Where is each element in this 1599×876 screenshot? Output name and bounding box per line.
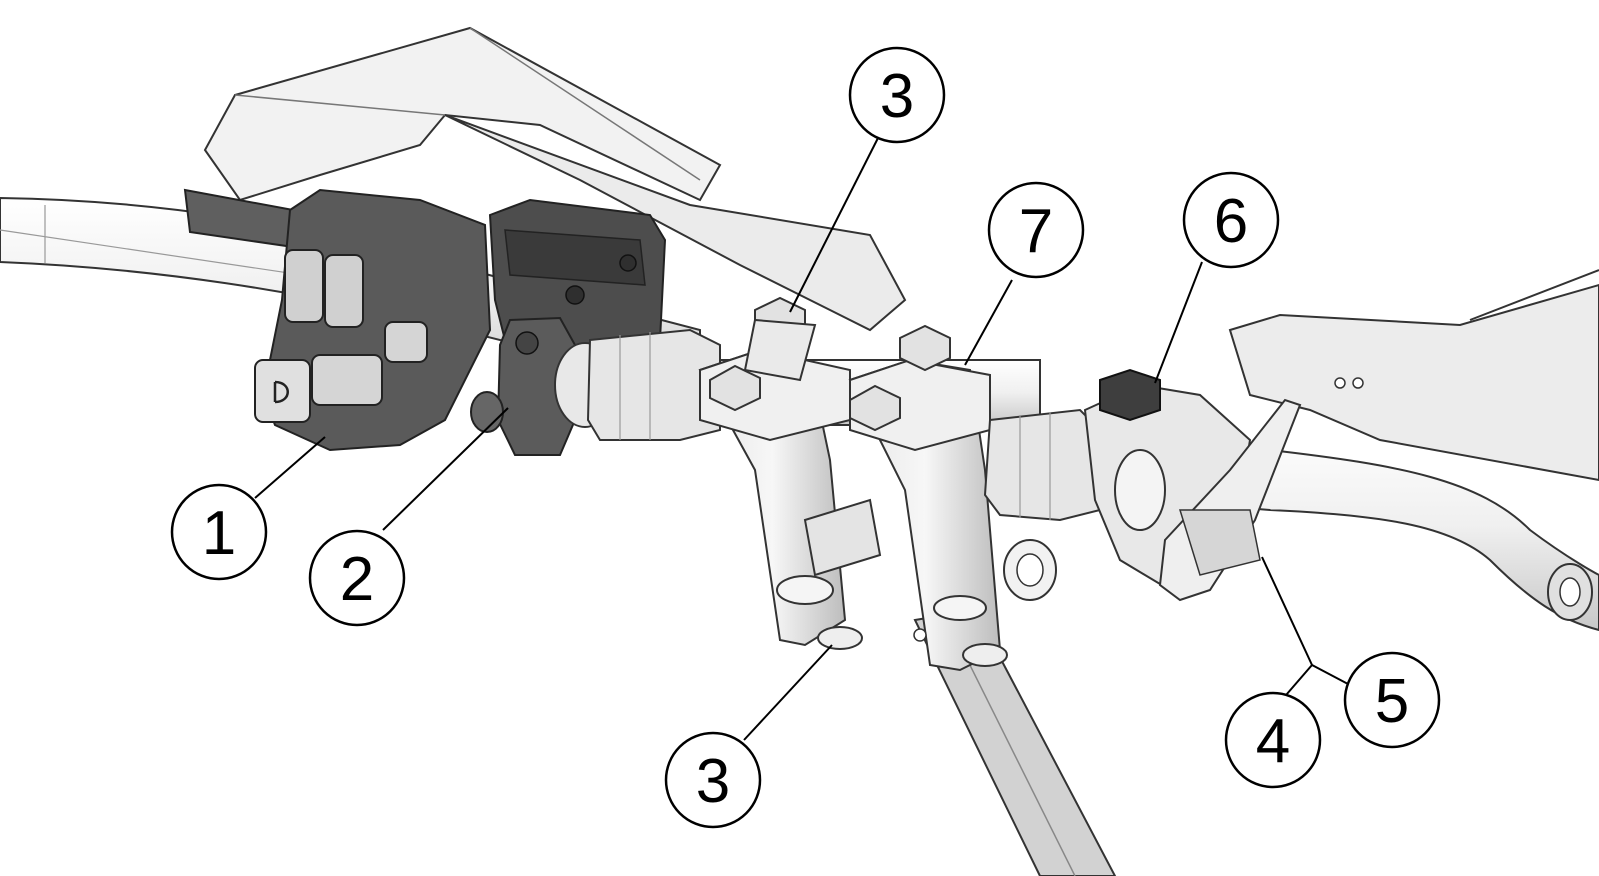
bar-clamp-left bbox=[586, 328, 721, 441]
callout-4: 4 bbox=[1224, 691, 1322, 789]
callout-label: 6 bbox=[1214, 187, 1248, 256]
callout-label: 5 bbox=[1375, 667, 1409, 736]
callout-label: 3 bbox=[696, 747, 730, 816]
callout-2: 2 bbox=[308, 529, 406, 627]
callout-1: 1 bbox=[170, 483, 268, 581]
bar-clamp-right bbox=[983, 408, 1101, 522]
callout-3-bottom: 3 bbox=[664, 731, 762, 829]
callout-3-top: 3 bbox=[848, 46, 946, 144]
callout-label: 4 bbox=[1256, 707, 1290, 776]
callout-label: 2 bbox=[340, 545, 374, 614]
callout-label: 1 bbox=[202, 499, 236, 568]
callout-label: 7 bbox=[1019, 197, 1053, 266]
callout-6: 6 bbox=[1182, 171, 1280, 269]
leader-lines bbox=[254, 137, 1349, 741]
callout-5: 5 bbox=[1343, 651, 1441, 749]
perch-clamp bbox=[496, 316, 576, 456]
left-hand-guard bbox=[203, 26, 722, 202]
right-hand-guard bbox=[1228, 283, 1599, 482]
callout-label: 3 bbox=[880, 62, 914, 131]
callout-7: 7 bbox=[987, 181, 1085, 279]
